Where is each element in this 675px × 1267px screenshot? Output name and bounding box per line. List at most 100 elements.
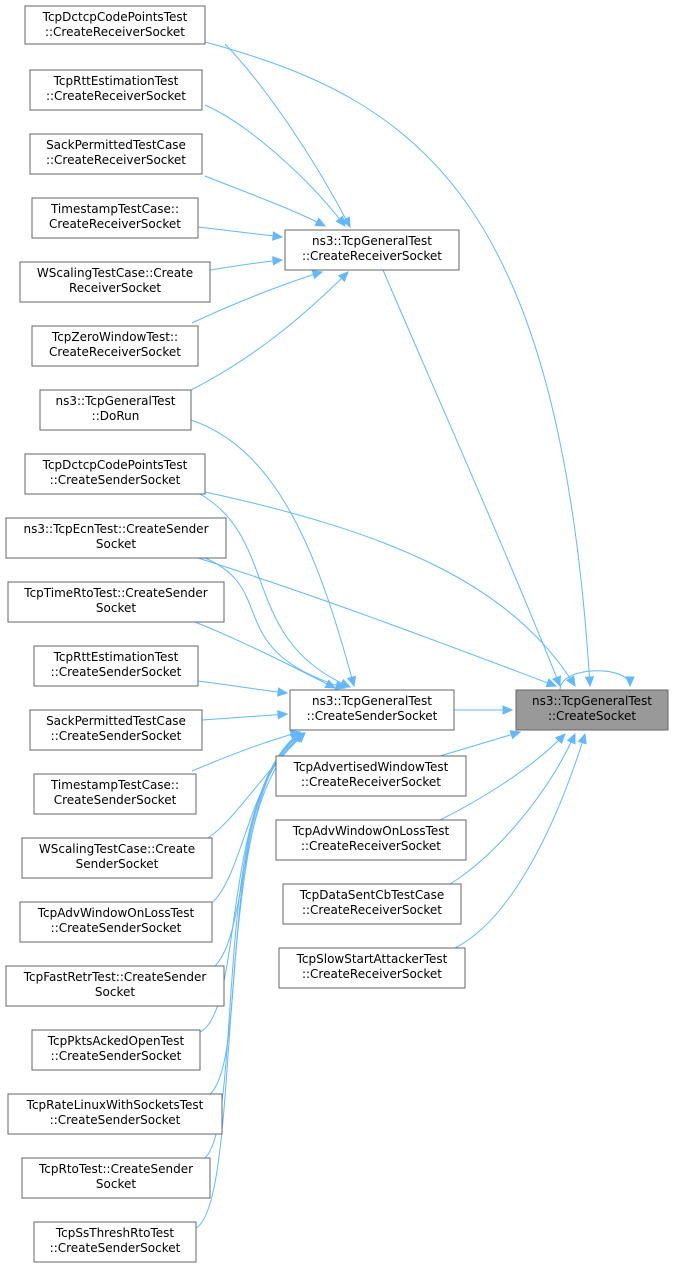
node-box[interactable] <box>7 1093 223 1135</box>
node-label-line: ::DoRun <box>92 409 140 423</box>
node-sack_sender[interactable]: SackPermittedTestCase::CreateSenderSocke… <box>29 709 203 751</box>
node-label-line: ns3::TcpGeneralTest <box>55 394 175 408</box>
node-rtt_sender[interactable]: TcpRttEstimationTest::CreateSenderSocket <box>33 645 199 687</box>
node-box[interactable] <box>24 453 206 495</box>
node-box[interactable] <box>21 1157 211 1199</box>
node-timerto_sender[interactable]: TcpTimeRtoTest::CreateSenderSocket <box>7 581 225 623</box>
node-advwinloss_sender[interactable]: TcpAdvWindowOnLossTest::CreateSenderSock… <box>19 901 213 943</box>
node-label-line: ::CreateSenderSocket <box>51 729 182 743</box>
node-box[interactable] <box>33 1221 197 1263</box>
node-box[interactable] <box>24 5 206 45</box>
node-ts_sender[interactable]: TimestampTestCase::CreateSenderSocket <box>33 773 197 815</box>
edge-line <box>197 680 288 694</box>
node-gen_dorun[interactable]: ns3::TcpGeneralTest::DoRun <box>39 389 192 431</box>
node-wscale_sender[interactable]: WScalingTestCase::CreateSenderSocket <box>21 837 213 879</box>
node-dctcp_receiver[interactable]: TcpDctcpCodePointsTest::CreateReceiverSo… <box>24 5 206 45</box>
arrowhead <box>341 216 351 229</box>
node-label-line: ::CreateSenderSocket <box>51 921 182 935</box>
edge-line <box>224 43 351 228</box>
node-label-line: ::CreateReceiverSocket <box>301 775 441 789</box>
node-box[interactable] <box>275 819 467 861</box>
node-box[interactable] <box>5 517 227 559</box>
node-wscale_receiver[interactable]: WScalingTestCase::CreateReceiverSocket <box>19 261 211 303</box>
node-label-line: ::CreateReceiverSocket <box>302 903 442 917</box>
edge-line <box>209 259 283 271</box>
node-box[interactable] <box>5 965 225 1007</box>
node-box[interactable] <box>29 709 203 751</box>
node-box[interactable] <box>31 197 199 239</box>
arrowhead <box>277 687 289 697</box>
node-box[interactable] <box>515 689 669 731</box>
arrowhead <box>277 709 289 720</box>
node-label-line: TcpDctcpCodePointsTest <box>42 458 188 472</box>
edge-ssthresh_sender-to-gen_create_sender <box>195 732 302 1229</box>
edge-line <box>197 226 283 238</box>
node-pktsacked_sender[interactable]: TcpPktsAckedOpenTest::CreateSenderSocket <box>31 1029 201 1071</box>
node-box[interactable] <box>33 645 199 687</box>
node-ecn_sender[interactable]: ns3::TcpEcnTest::CreateSenderSocket <box>5 517 227 559</box>
node-label-line: Socket <box>96 1177 136 1191</box>
node-box[interactable] <box>282 883 462 925</box>
node-rtt_receiver[interactable]: TcpRttEstimationTest::CreateReceiverSock… <box>29 69 203 111</box>
node-label-line: Socket <box>95 985 135 999</box>
node-box[interactable] <box>284 229 460 271</box>
node-label-line: ns3::TcpGeneralTest <box>312 234 432 248</box>
node-box[interactable] <box>19 901 213 943</box>
node-label-line: ::CreateReceiverSocket <box>301 839 441 853</box>
node-box[interactable] <box>33 773 197 815</box>
edge-advwinloss_receiver-to-gen_create_socket <box>439 733 566 821</box>
node-label-line: ::CreateSenderSocket <box>51 1049 182 1063</box>
node-box[interactable] <box>7 581 225 623</box>
node-box[interactable] <box>275 755 467 797</box>
node-box[interactable] <box>21 837 213 879</box>
node-rto_sender[interactable]: TcpRtoTest::CreateSenderSocket <box>21 1157 211 1199</box>
edge-timerto_sender-to-gen_create_sender <box>194 621 337 689</box>
node-label-line: SackPermittedTestCase <box>46 714 186 728</box>
edge-ecn_sender-to-gen_create_sender <box>204 557 347 690</box>
edge-line <box>201 713 288 721</box>
node-label-line: TcpPktsAckedOpenTest <box>47 1034 185 1048</box>
node-box[interactable] <box>29 133 203 175</box>
node-gen_create_sender[interactable]: ns3::TcpGeneralTest::CreateSenderSocket <box>289 689 455 731</box>
node-ssthresh_sender[interactable]: TcpSsThreshRtoTest::CreateSenderSocket <box>33 1221 197 1263</box>
node-label-line: TcpDataSentCbTestCase <box>299 888 444 902</box>
arrowhead <box>272 231 284 241</box>
node-label-line: SackPermittedTestCase <box>46 138 186 152</box>
node-datasent_receiver[interactable]: TcpDataSentCbTestCase::CreateReceiverSoc… <box>282 883 462 925</box>
node-sack_receiver[interactable]: SackPermittedTestCase::CreateReceiverSoc… <box>29 133 203 175</box>
edge-line <box>191 271 323 324</box>
node-ratelinux_sender[interactable]: TcpRateLinuxWithSocketsTest::CreateSende… <box>7 1093 223 1135</box>
node-gen_create_receiver[interactable]: ns3::TcpGeneralTest::CreateReceiverSocke… <box>284 229 460 271</box>
node-box[interactable] <box>31 325 199 367</box>
node-gen_create_socket[interactable]: ns3::TcpGeneralTest::CreateSocket <box>515 689 669 731</box>
node-box[interactable] <box>39 389 192 431</box>
node-box[interactable] <box>29 69 203 111</box>
edge-sack_sender-to-gen_create_sender <box>201 709 289 721</box>
node-zerowin_receiver[interactable]: TcpZeroWindowTest::CreateReceiverSocket <box>31 325 199 367</box>
arrowhead <box>584 676 595 688</box>
node-box[interactable] <box>31 1029 201 1071</box>
arrowhead <box>577 732 587 745</box>
edge-datasent_receiver-to-gen_create_socket <box>449 732 576 885</box>
edge-line <box>190 419 355 687</box>
node-ts_receiver[interactable]: TimestampTestCase::CreateReceiverSocket <box>31 197 199 239</box>
edge-gen_dorun-to-gen_create_receiver <box>190 271 349 391</box>
node-label-line: ::CreateSenderSocket <box>50 1113 181 1127</box>
node-label-line: ::CreateSocket <box>548 709 636 723</box>
edge-wscale_receiver-to-gen_create_receiver <box>209 256 284 271</box>
node-box[interactable] <box>289 689 455 731</box>
node-label-line: CreateReceiverSocket <box>49 217 181 231</box>
node-advwin_receiver[interactable]: TcpAdvertisedWindowTest::CreateReceiverS… <box>275 755 467 797</box>
node-dctcp_sender[interactable]: TcpDctcpCodePointsTest::CreateSenderSock… <box>24 453 206 495</box>
node-box[interactable] <box>278 947 466 989</box>
node-advwinloss_receiver[interactable]: TcpAdvWindowOnLossTest::CreateReceiverSo… <box>275 819 467 861</box>
arrowhead <box>324 679 337 689</box>
edge-ts_receiver-to-gen_create_receiver <box>197 226 284 241</box>
arrowhead <box>314 217 327 227</box>
edge-line <box>204 41 591 687</box>
node-fastretr_sender[interactable]: TcpFastRetrTest::CreateSenderSocket <box>5 965 225 1007</box>
node-slowstart_receiver[interactable]: TcpSlowStartAttackerTest::CreateReceiver… <box>278 947 466 989</box>
node-box[interactable] <box>19 261 211 303</box>
edge-gen_create_receiver-to-gen_create_socket <box>382 269 561 688</box>
